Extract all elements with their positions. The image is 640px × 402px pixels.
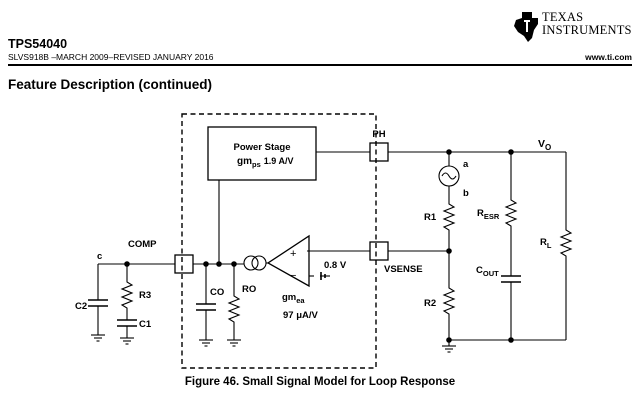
r3-resistor: [120, 278, 134, 312]
cout-label: COUT: [476, 265, 499, 278]
vref-label: 0.8 V: [324, 260, 347, 271]
power-stage-box: [207, 126, 317, 181]
comp-pin: [174, 254, 194, 274]
node-b-label: b: [463, 188, 469, 199]
node-a-label: a: [463, 159, 469, 170]
section-title: Feature Description (continued): [8, 77, 213, 92]
r2-resistor: [442, 284, 456, 318]
resr-label: RESR: [477, 208, 500, 221]
c2-label: C2: [75, 301, 87, 312]
current-source-icon: [243, 255, 259, 271]
logo-line-2: INSTRUMENTS: [542, 23, 632, 37]
document-info: SLVS918B –MARCH 2009–REVISED JANUARY 201…: [8, 52, 214, 62]
power-stage-label: Power Stage: [233, 142, 290, 153]
vsense-pin: [369, 241, 389, 261]
co-label: CO: [210, 287, 224, 298]
gmea-value-label: 97 μA/V: [283, 310, 319, 321]
figure-caption: Figure 46. Small Signal Model for Loop R…: [184, 376, 456, 388]
r1-resistor: [442, 200, 456, 234]
ph-pin: [369, 142, 389, 162]
rl-resistor: [559, 226, 573, 260]
r2-label: R2: [424, 298, 436, 309]
resr-resistor: [504, 196, 518, 230]
amp-plus-label: +: [290, 248, 296, 260]
logo-line-1: TEXAS: [542, 10, 584, 24]
r1-label: R1: [424, 212, 437, 223]
rl-label: RL: [540, 237, 552, 250]
vo-label: VO: [538, 138, 551, 152]
part-number: TPS54040: [8, 37, 68, 51]
logo-text: TEXAS INSTRUMENTS: [542, 11, 632, 37]
ti-logo-icon: [514, 12, 538, 42]
device-boundary: [181, 113, 377, 369]
gmea-label: gmea: [282, 292, 305, 305]
ph-label: PH: [372, 129, 385, 140]
amp-minus-label: −: [290, 270, 296, 282]
r3-label: R3: [139, 290, 151, 301]
comp-label: COMP: [128, 239, 157, 250]
ro-resistor: [227, 292, 241, 326]
website-link[interactable]: www.ti.com: [585, 52, 632, 62]
ro-label: RO: [242, 284, 256, 295]
error-amplifier: [266, 234, 310, 288]
header-divider: [8, 64, 632, 66]
c1-label: C1: [139, 319, 152, 330]
vsense-label: VSENSE: [384, 264, 423, 275]
junction-dots: [124, 149, 514, 343]
node-c-label: c: [97, 251, 102, 262]
